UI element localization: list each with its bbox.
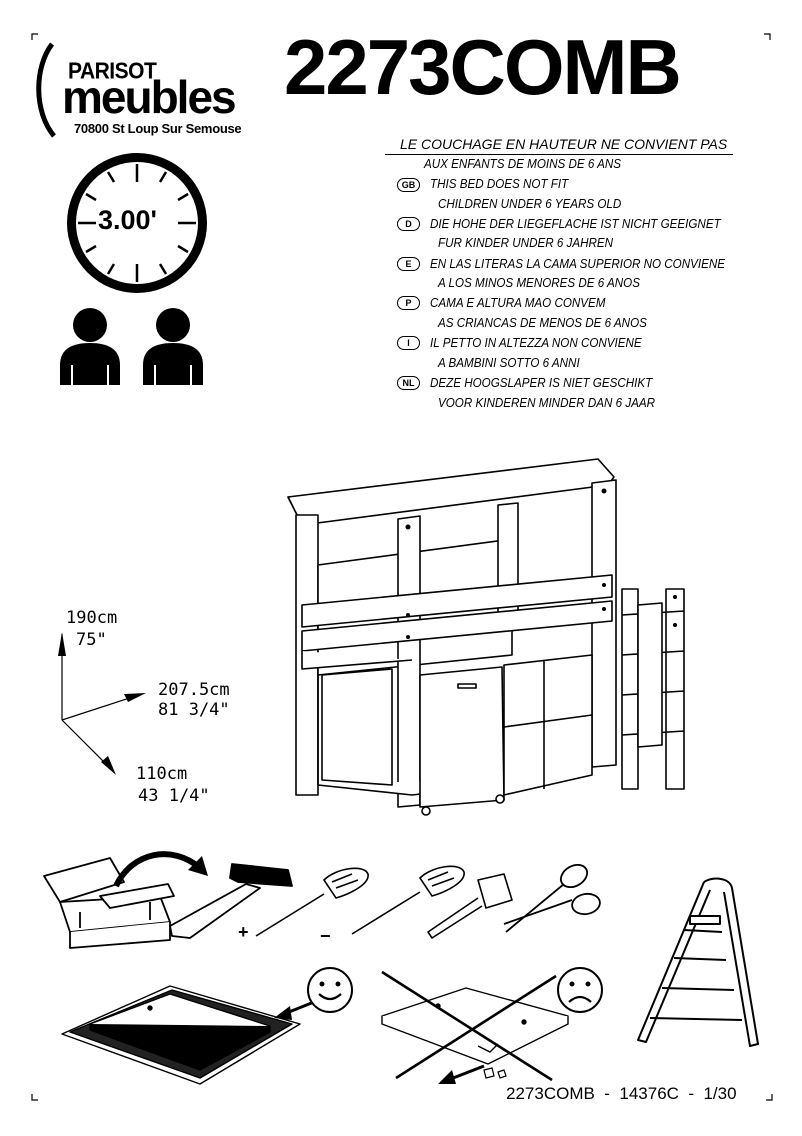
dimension-axes — [58, 632, 146, 775]
warning-fr-line2: AUX ENFANTS DE MOINS DE 6 ANS — [424, 157, 622, 171]
brand-address: 70800 St Loup Sur Semouse — [74, 121, 242, 136]
scissors-icon — [503, 863, 601, 933]
warning-line: DIE HOHE DER LIEGEFLACHE IST NICHT GEEIG… — [430, 217, 721, 231]
brand-name-top: PARISOT — [68, 58, 157, 85]
carpet-board-illustration — [61, 985, 301, 1085]
language-badge: NL — [397, 376, 420, 390]
flathead-sign: − — [320, 926, 331, 946]
warning-line: DEZE HOOGSLAPER IS NIET GESCHIKT — [430, 376, 653, 390]
language-badge: P — [397, 296, 420, 310]
ladder-icon — [637, 877, 759, 1047]
screwdriver-icon — [351, 865, 465, 935]
language-badge: D — [397, 217, 420, 231]
length-cm: 207.5cm — [158, 680, 230, 700]
warning-line: THIS BED DOES NOT FIT — [430, 177, 569, 191]
warning-line: A BAMBINI SOTTO 6 ANNI — [438, 356, 580, 370]
person-icon — [143, 308, 203, 385]
bed-illustration — [287, 458, 685, 816]
brand-arc — [36, 42, 56, 138]
warning-divider — [385, 154, 733, 155]
phillips-sign: + — [238, 922, 249, 942]
sad-face-icon — [557, 967, 603, 1013]
clock-icon — [67, 153, 207, 293]
brand-name-bottom: meubles — [62, 71, 237, 123]
person-icon — [60, 308, 120, 385]
hammer-icon — [169, 863, 293, 939]
happy-face-icon — [307, 967, 353, 1013]
height-in: 75" — [76, 630, 107, 650]
warning-line: VOOR KINDEREN MINDER DAN 6 JAAR — [438, 396, 656, 410]
floor-board-illustration — [381, 970, 569, 1082]
warning-line: FUR KINDER UNDER 6 JAHREN — [438, 236, 614, 250]
warning-line: CHILDREN UNDER 6 YEARS OLD — [438, 197, 622, 211]
warning-line: A LOS MINOS MENORES DE 6 ANOS — [438, 276, 640, 290]
warning-line: EN LAS LITERAS LA CAMA SUPERIOR NO CONVI… — [430, 257, 726, 271]
screwdriver-icon — [255, 867, 369, 937]
arrow-icon — [438, 1064, 485, 1084]
warning-title: LE COUCHAGE EN HAUTEUR NE CONVIENT PAS — [400, 136, 728, 152]
toolbox-icon — [43, 857, 175, 949]
assembly-time: 3.00' — [98, 205, 157, 235]
depth-in: 43 1/4" — [138, 786, 210, 806]
warning-line: AS CRIANCAS DE MENOS DE 6 ANOS — [438, 316, 647, 330]
arrow-icon — [113, 851, 208, 888]
length-in: 81 3/4" — [158, 700, 230, 720]
page-footer: 2273COMB - 14376C - 1/30 — [506, 1084, 737, 1103]
depth-cm: 110cm — [136, 764, 188, 784]
language-badge: I — [397, 336, 420, 350]
height-cm: 190cm — [66, 608, 118, 628]
language-badge: GB — [397, 178, 420, 192]
debris-icon — [483, 1067, 507, 1079]
tape-measure-icon — [427, 873, 513, 939]
language-badge: E — [397, 257, 420, 271]
warning-line: CAMA E ALTURA MAO CONVEM — [430, 296, 606, 310]
warning-line: IL PETTO IN ALTEZZA NON CONVIENE — [430, 336, 642, 350]
model-number: 2273COMB — [284, 23, 682, 111]
